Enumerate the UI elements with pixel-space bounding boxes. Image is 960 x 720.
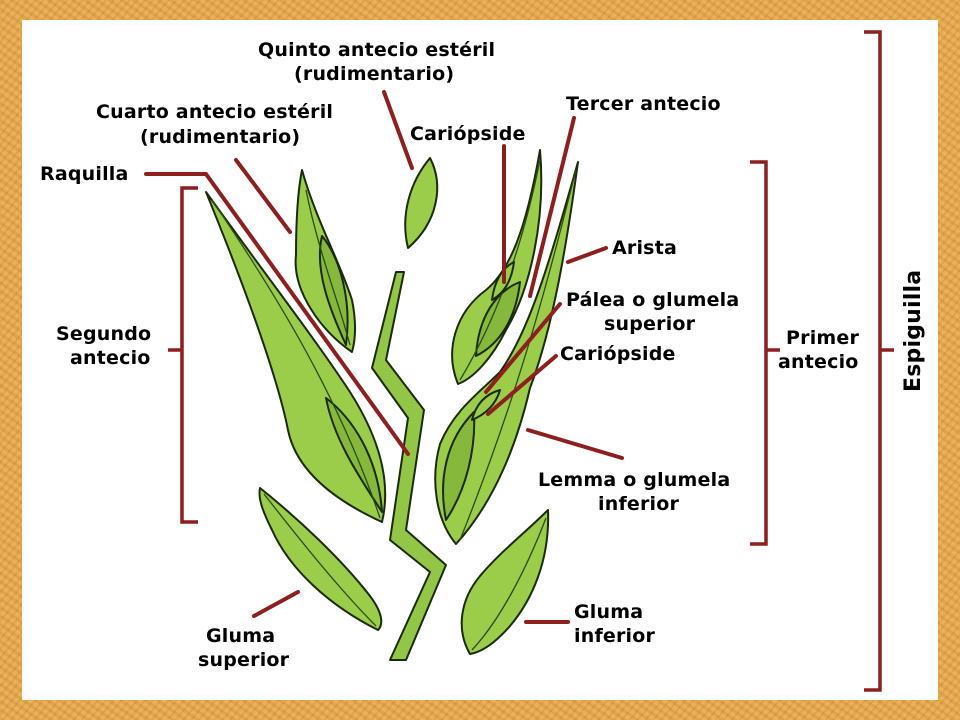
label-palea-line1: Pálea o glumela <box>566 289 739 311</box>
label-raquilla: Raquilla <box>40 163 129 185</box>
bracket-primer <box>750 160 780 546</box>
leader-arista <box>566 246 608 264</box>
label-quinto-line1: Quinto antecio estéril <box>258 39 495 61</box>
label-cuarto-line1: Cuarto antecio estéril <box>96 101 333 123</box>
label-lemma-line2: inferior <box>598 493 680 515</box>
label-primer-line1: Primer <box>786 327 859 349</box>
label-segundo-line2: antecio <box>70 347 151 369</box>
label-cariopside-mid: Cariópside <box>560 343 676 365</box>
bracket-segundo <box>168 186 198 524</box>
label-gluma-superior-line1: Gluma <box>206 625 275 647</box>
brackets <box>168 30 894 692</box>
leader-cuarto <box>234 158 292 234</box>
upper-glume <box>258 487 383 631</box>
leader-tercer <box>528 116 576 298</box>
fifth-sterile-anthecium <box>404 157 439 249</box>
label-gluma-inferior-line1: Gluma <box>574 601 643 623</box>
leader-lines <box>144 90 624 624</box>
leader-palea <box>484 302 562 394</box>
third-anthecium <box>451 149 543 385</box>
label-quinto-line2: (rudimentario) <box>294 63 454 85</box>
label-espiguilla: Espiguilla <box>901 270 926 392</box>
second-anthecium <box>205 191 387 523</box>
spikelet-illustration <box>205 149 579 661</box>
labels: Quinto antecio estéril (rudimentario) Cu… <box>40 39 926 671</box>
label-palea-line2: superior <box>604 313 696 335</box>
label-segundo-line1: Segundo <box>56 323 151 345</box>
label-arista: Arista <box>612 237 677 259</box>
bracket-espiguilla <box>864 30 894 692</box>
label-cuarto-line2: (rudimentario) <box>140 126 300 148</box>
label-lemma-line1: Lemma o glumela <box>538 469 730 491</box>
fourth-sterile-anthecium <box>294 169 356 353</box>
label-gluma-inferior-line2: inferior <box>574 625 656 647</box>
leader-raquilla <box>144 172 410 456</box>
leader-cariopside-mid <box>486 354 558 416</box>
lower-glume <box>460 509 550 655</box>
label-gluma-superior-line2: superior <box>198 649 290 671</box>
leader-lemma <box>526 428 624 460</box>
label-primer-line2: antecio <box>778 351 859 373</box>
label-tercer-antecio: Tercer antecio <box>566 93 721 115</box>
label-cariopside-top: Cariópside <box>410 123 526 145</box>
leader-quinto <box>382 90 414 170</box>
rachilla-stem <box>371 271 447 661</box>
leader-gluma-superior <box>252 590 300 618</box>
